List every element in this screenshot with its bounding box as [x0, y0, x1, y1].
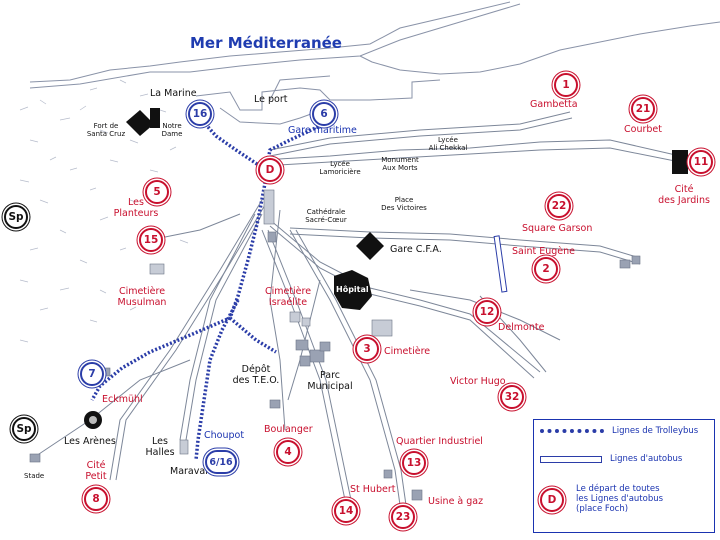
bus-line-13-badge[interactable]: 13 [402, 451, 426, 475]
trolleybus-routes [90, 116, 323, 461]
label-les-arenes: Les Arènes [64, 436, 116, 447]
street-network [29, 111, 681, 506]
legend-d-text: Le départ de toutes les Lignes d'autobus… [576, 484, 664, 514]
label-st-hubert: St Hubert [350, 484, 396, 495]
legend-d-badge: D [540, 488, 564, 512]
label-fort-santa-cruz: Fort de Santa Cruz [86, 122, 126, 138]
departure-d-badge[interactable]: D [258, 158, 282, 182]
city-blocks [29, 189, 641, 501]
bus-line-4-badge[interactable]: 4 [276, 440, 300, 464]
label-la-marine: La Marine [150, 88, 197, 99]
label-lycee-ali-chekkal: Lycée Ali Chekkal [428, 136, 468, 152]
label-cimetiere: Cimetière [384, 346, 431, 357]
autobus-symbol [540, 455, 602, 463]
label-victor-hugo: Victor Hugo [450, 376, 506, 387]
label-les-halles: Les Halles [145, 436, 175, 458]
bus-line-1-badge[interactable]: 1 [554, 73, 578, 97]
label-gare-maritime: Gare maritime [288, 125, 357, 136]
label-cimetiere-israelite: Cimetière Israélite [264, 286, 312, 308]
label-lycee-lamoriciere: Lycée Lamoricière [319, 160, 361, 176]
bus-line-5-badge[interactable]: 5 [145, 180, 169, 204]
legend-autobus: Lignes d'autobus [540, 454, 682, 464]
label-cathedrale: Cathédrale Sacré-Cœur [305, 208, 347, 224]
trolley-line-16-badge[interactable]: 16 [188, 102, 212, 126]
label-notre-dame: Notre Dame [161, 122, 183, 138]
label-square-garson: Square Garson [522, 223, 593, 234]
bus-line-2-badge[interactable]: 2 [534, 257, 558, 281]
bus-line-3-badge[interactable]: 3 [355, 337, 379, 361]
legend-trolleybus: Lignes de Trolleybus [540, 426, 698, 436]
label-depot-teo: Dépôt des T.E.O. [232, 364, 280, 386]
trolley-line-6-16-badge[interactable]: 6/16 [205, 450, 237, 474]
label-cimetiere-musulman: Cimetière Musulman [117, 286, 167, 308]
label-quartier-industriel: Quartier Industriel [396, 436, 483, 447]
label-maraval: Maraval [170, 466, 208, 477]
label-choupot: Choupot [204, 430, 245, 441]
bus-line-32-badge[interactable]: 32 [500, 385, 524, 409]
label-stade: Stade [24, 472, 45, 480]
label-eckmuhl: Eckmühl [102, 394, 143, 405]
sp-badge-west[interactable]: Sp [4, 205, 28, 229]
sea-title: Mer Méditerranée [190, 34, 342, 52]
trolley-line-7-badge[interactable]: 7 [80, 362, 104, 386]
label-delmonte: Delmonte [498, 322, 545, 333]
label-cite-petit: Cité Petit [85, 460, 107, 482]
label-usine-a-gaz: Usine à gaz [428, 496, 484, 507]
label-place-des-victoires: Place Des Victoires [381, 196, 427, 212]
bus-line-21-badge[interactable]: 21 [631, 97, 655, 121]
bus-line-15-badge[interactable]: 15 [139, 228, 163, 252]
label-cite-des-jardins: Cité des Jardins [658, 184, 710, 206]
bus-line-14-badge[interactable]: 14 [334, 499, 358, 523]
label-le-port: Le port [254, 94, 288, 105]
label-courbet: Courbet [624, 124, 662, 135]
terrain-hatching [19, 79, 189, 343]
bus-line-23-badge[interactable]: 23 [391, 505, 415, 529]
label-monument-aux-morts: Monument Aux Morts [381, 156, 419, 172]
trolleybus-symbol [540, 429, 604, 433]
black-buildings [84, 108, 688, 429]
bus-line-11-badge[interactable]: 11 [689, 150, 713, 174]
arenes-ring [89, 416, 97, 424]
label-les-planteurs: Les Planteurs [113, 197, 159, 219]
trolley-line-6-badge[interactable]: 6 [312, 102, 336, 126]
bus-line-22-badge[interactable]: 22 [547, 194, 571, 218]
label-parc-municipal: Parc Municipal [307, 370, 353, 392]
label-gambetta: Gambetta [530, 99, 578, 110]
map-legend: Lignes de Trolleybus Lignes d'autobus D … [533, 419, 715, 533]
bus-line-8-badge[interactable]: 8 [84, 487, 108, 511]
legend-trolleybus-label: Lignes de Trolleybus [612, 426, 699, 436]
bus-line-segment [493, 235, 508, 293]
bus-line-12-badge[interactable]: 12 [475, 300, 499, 324]
label-gare-cfa: Gare C.F.A. [390, 244, 442, 255]
label-saint-eugene: Saint Eugène [512, 246, 576, 257]
label-boulanger: Boulanger [264, 424, 313, 435]
legend-autobus-label: Lignes d'autobus [610, 454, 683, 464]
coastline [29, 1, 720, 125]
label-hopital: Hôpital [336, 285, 369, 294]
sp-badge-southwest[interactable]: Sp [12, 417, 36, 441]
